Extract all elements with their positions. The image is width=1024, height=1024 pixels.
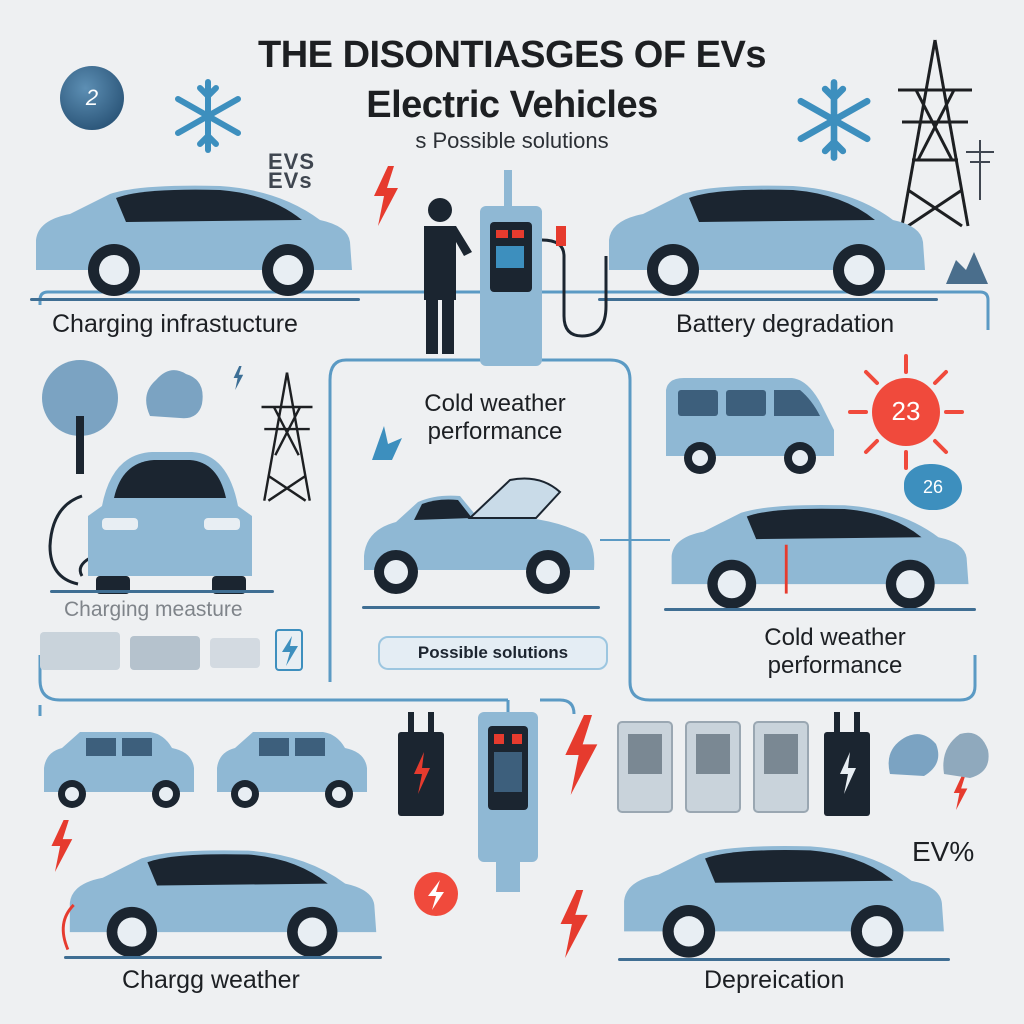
hatchback-icon — [217, 732, 367, 808]
power-tower-icon — [898, 39, 972, 228]
tree-icon — [42, 360, 118, 474]
possible-solutions-pill: Possible solutions — [378, 636, 608, 670]
battery-icon — [398, 712, 444, 816]
label-line1: Cold weather — [424, 390, 566, 417]
power-line-icon — [966, 140, 994, 200]
ev-mark-line2: EVs — [268, 168, 313, 193]
charger-cabinet-icon — [685, 721, 741, 813]
lightning-bolt-icon — [374, 166, 398, 226]
small-number-badge: 26 — [904, 464, 962, 510]
sun-value: 23 — [891, 396, 921, 426]
road-line — [50, 590, 274, 593]
page-title-secondary: Electric Vehicles — [366, 84, 658, 126]
number-badge: 2 — [60, 66, 124, 130]
lightning-bolt-icon — [428, 880, 444, 910]
lightning-badge — [414, 872, 458, 916]
snowflake-icon — [797, 79, 871, 161]
road-line — [64, 956, 382, 959]
label-charging-weather: Chargg weather — [122, 966, 300, 994]
label-line1: Cold weather — [764, 624, 906, 651]
lightning-bolt-icon — [560, 890, 588, 958]
label-line2: performance — [767, 652, 903, 679]
page-title: THE DISONTIASGES OF EVs — [258, 34, 766, 76]
person-icon — [424, 198, 472, 354]
van-icon — [666, 378, 834, 474]
label-charging-measture: Charging measture — [64, 598, 243, 621]
electric-car — [609, 185, 925, 296]
label-cold-weather-right: Cold weather performance — [700, 624, 970, 680]
electric-car — [61, 850, 377, 958]
lightning-bolt-icon — [953, 776, 968, 810]
road-line — [664, 608, 976, 611]
charging-devices-icon — [40, 629, 303, 671]
sun-icon — [848, 354, 964, 470]
ev-mark: EVS EVs — [268, 149, 316, 193]
label-ev-percent: EV% — [912, 836, 975, 867]
charger-cabinet-icon — [753, 721, 809, 813]
hatchback-icon — [44, 732, 194, 808]
page-subtitle: s Possible solutions — [415, 128, 609, 153]
lightning-bolt-icon — [233, 366, 244, 390]
snowflake-icon — [372, 426, 402, 460]
label-depreciation: Depreication — [704, 966, 845, 994]
label-cold-weather-center: Cold weather performance — [370, 390, 620, 446]
electric-car — [36, 185, 352, 296]
road-line — [30, 298, 360, 301]
road-line — [598, 298, 938, 301]
label-battery-degradation: Battery degradation — [676, 310, 895, 338]
electric-car-open-hood — [364, 477, 595, 594]
tree-icon — [888, 732, 989, 778]
tree-icon — [146, 370, 203, 419]
power-tower-icon — [261, 372, 313, 502]
charging-station-icon — [478, 712, 538, 892]
snowflake-icon — [175, 79, 241, 153]
road-line — [362, 606, 600, 609]
label-charging-infrastructure: Charging infrastucture — [52, 310, 298, 338]
label-line2: performance — [427, 418, 563, 445]
charger-cabinet-icon — [617, 721, 673, 813]
lightning-bolt-icon — [565, 715, 598, 795]
charging-station-icon — [480, 170, 608, 366]
electric-car-front — [48, 452, 252, 594]
lightning-bolt-icon — [51, 820, 73, 872]
battery-icon — [824, 712, 870, 816]
electric-car — [624, 846, 944, 958]
snow-pile-icon — [946, 252, 988, 284]
electric-car — [671, 504, 969, 609]
ev-mark-line1: EVS — [268, 149, 316, 174]
road-line — [618, 958, 950, 961]
